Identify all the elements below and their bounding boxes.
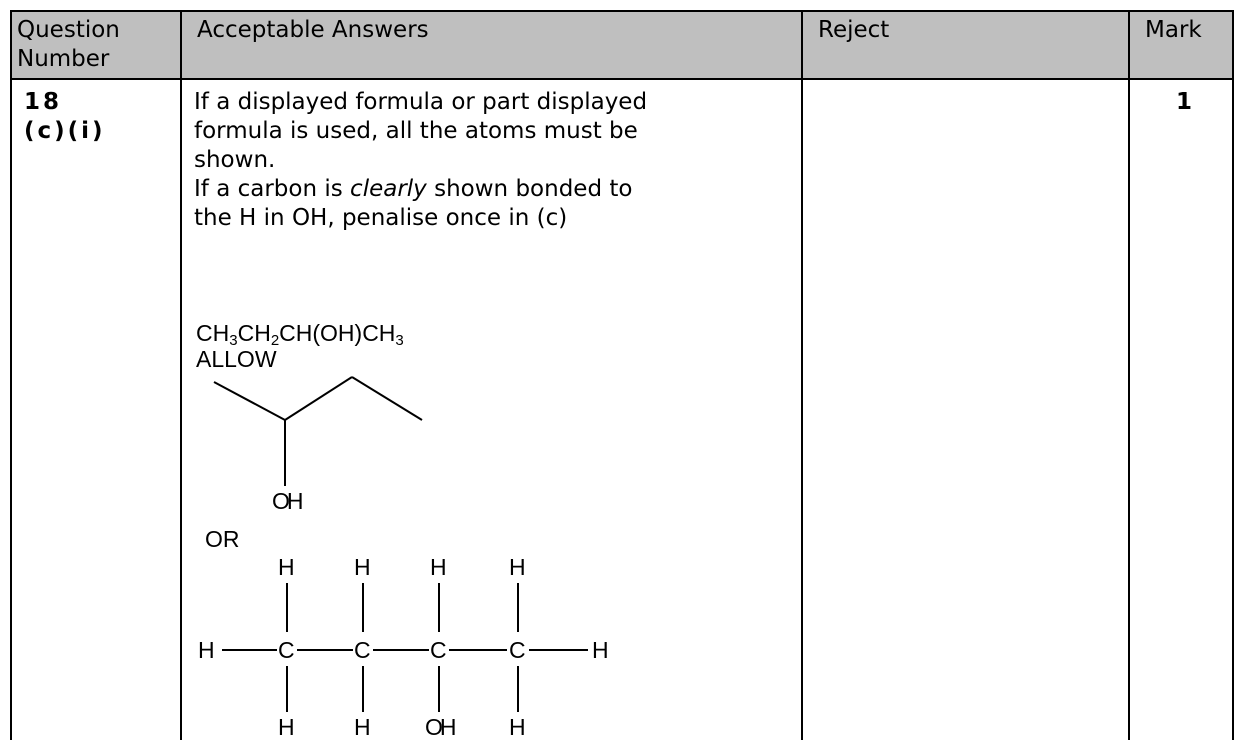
- displayed-bottom-oh: OH: [425, 714, 456, 740]
- skeletal-bond-3: [351, 376, 423, 421]
- header-acceptable-answers: Acceptable Answers: [197, 17, 429, 43]
- displayed-bottom-h-4: H: [509, 714, 526, 740]
- answer-line-3: shown.: [194, 147, 276, 173]
- displayed-c-1: C: [278, 637, 295, 663]
- answer-line-1: If a displayed formula or part displayed: [194, 89, 648, 115]
- displayed-c-3: C: [430, 637, 447, 663]
- displayed-right-h: H: [592, 637, 609, 663]
- table-border-right: [1232, 10, 1234, 740]
- question-part: (c)(i): [24, 118, 106, 144]
- question-number: 18: [24, 89, 63, 115]
- skeletal-oh-label: OH: [272, 488, 303, 514]
- displayed-bottom-h-2: H: [354, 714, 371, 740]
- displayed-c-4: C: [509, 637, 526, 663]
- answer-line-2: formula is used, all the atoms must be: [194, 118, 638, 144]
- table-border-top: [10, 10, 1234, 12]
- table-border-left: [10, 10, 12, 740]
- header-question-number: Question Number: [17, 17, 120, 72]
- answer-line-4: If a carbon is clearly shown bonded to: [194, 176, 633, 202]
- displayed-top-h-4: H: [509, 554, 526, 580]
- header-row-background: [10, 10, 1234, 78]
- displayed-top-h-1: H: [278, 554, 295, 580]
- column-divider-1: [180, 10, 182, 740]
- mark-value: 1: [1176, 89, 1193, 115]
- displayed-top-h-3: H: [430, 554, 447, 580]
- displayed-top-h-2: H: [354, 554, 371, 580]
- answer-line-5: the H in OH, penalise once in (c): [194, 205, 568, 231]
- displayed-left-h: H: [198, 637, 215, 663]
- skeletal-bond-2: [284, 376, 353, 421]
- header-mark: Mark: [1145, 17, 1202, 43]
- skeletal-bond-1: [213, 381, 286, 421]
- column-divider-3: [1128, 10, 1130, 740]
- header-reject: Reject: [818, 17, 890, 43]
- allow-label: ALLOW: [196, 346, 277, 372]
- column-divider-2: [801, 10, 803, 740]
- displayed-bottom-h-1: H: [278, 714, 295, 740]
- condensed-formula: CH3CH2CH(OH)CH3: [196, 320, 404, 349]
- emphasis-clearly: clearly: [350, 176, 427, 202]
- or-label: OR: [205, 526, 240, 552]
- displayed-c-2: C: [354, 637, 371, 663]
- header-divider: [10, 78, 1234, 80]
